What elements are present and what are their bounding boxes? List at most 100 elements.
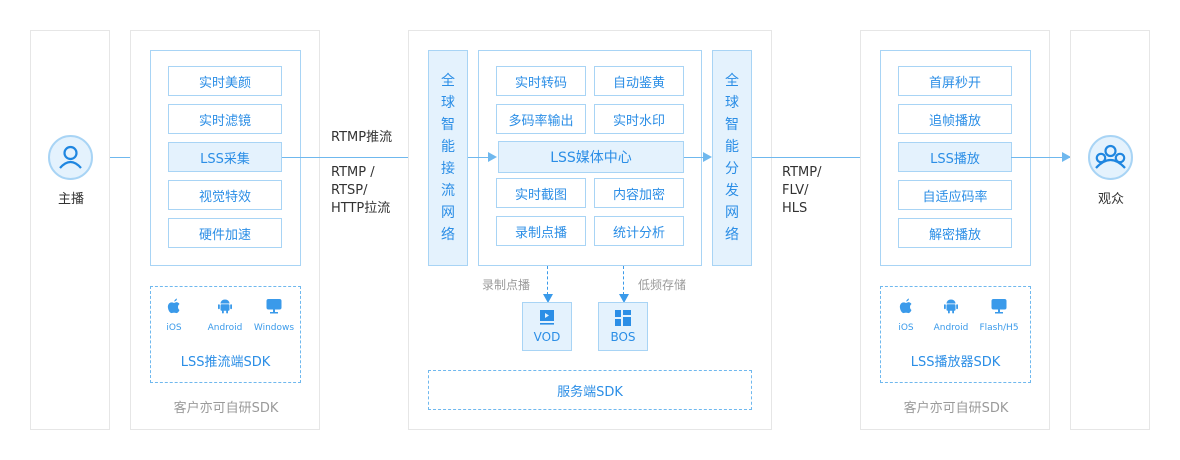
storage-grid-icon xyxy=(615,309,631,326)
vertical-char: 能 xyxy=(441,139,455,155)
anchor-panel: 主播 xyxy=(30,30,110,430)
arrow-head xyxy=(488,152,497,162)
arrow-line xyxy=(1011,157,1071,158)
platform-ios: iOS xyxy=(154,298,194,333)
platform-label: iOS xyxy=(898,323,914,333)
platform-label: Windows xyxy=(253,323,295,333)
audience-label: 观众 xyxy=(1097,192,1124,207)
push-sdk-box xyxy=(150,286,301,383)
arrow-line xyxy=(752,157,880,158)
vertical-char: 发 xyxy=(725,183,739,199)
feature-record-vod: 录制点播 xyxy=(496,216,586,246)
player-sdk-title: LSS播放器SDK xyxy=(910,355,1001,370)
storage-label: 低频存储 xyxy=(638,278,687,292)
vertical-char: 网 xyxy=(441,205,455,221)
vod-label: VOD xyxy=(533,329,561,344)
playback-protocol-2: FLV/ xyxy=(782,183,809,198)
player-footer: 客户亦可自研SDK xyxy=(903,401,1009,416)
group-icon xyxy=(1095,144,1126,169)
feature-watermark: 实时水印 xyxy=(594,104,684,134)
push-feature-item: 实时美颜 xyxy=(168,66,282,96)
player-feature-item: LSS播放 xyxy=(898,142,1012,172)
feature-analytics: 统计分析 xyxy=(594,216,684,246)
push-feature-item: 硬件加速 xyxy=(168,218,282,248)
media-center-label: LSS媒体中心 xyxy=(498,141,684,173)
push-feature-item: 实时滤镜 xyxy=(168,104,282,134)
vertical-char: 能 xyxy=(725,139,739,155)
player-feature-item: 追帧播放 xyxy=(898,104,1012,134)
arrow-line xyxy=(682,157,704,158)
player-feature-item: 自适应码率 xyxy=(898,180,1012,210)
platform-windows: Windows xyxy=(250,298,298,333)
bos-label: BOS xyxy=(610,329,636,344)
arrow-head xyxy=(543,294,553,303)
platform-label: Flash/H5 xyxy=(979,323,1019,333)
arrow-line xyxy=(468,157,490,158)
ingest-protocol-top: RTMP推流 xyxy=(331,130,393,145)
player-feature-item: 首屏秒开 xyxy=(898,66,1012,96)
playback-protocol-3: HLS xyxy=(782,201,808,216)
anchor-avatar xyxy=(48,135,93,180)
player-sdk-platforms: iOS Android Flash/H5 xyxy=(880,298,1031,343)
vertical-char: 接 xyxy=(441,161,455,177)
push-footer: 客户亦可自研SDK xyxy=(173,401,279,416)
ingest-protocol-1: RTMP / xyxy=(331,165,375,180)
storage-dashed-line xyxy=(623,266,624,295)
ingest-protocol-2: RTSP/ xyxy=(331,183,368,198)
vertical-char: 分 xyxy=(725,161,739,177)
platform-label: iOS xyxy=(166,323,182,333)
push-sdk-platforms: iOS Android Windows xyxy=(150,298,301,343)
platform-flash-h5: Flash/H5 xyxy=(974,298,1024,333)
ingest-protocol-3: HTTP拉流 xyxy=(331,201,391,216)
vertical-char: 络 xyxy=(725,227,739,243)
arrow-head xyxy=(1062,152,1071,162)
vertical-char: 球 xyxy=(725,95,739,111)
record-dashed-line xyxy=(547,266,548,295)
push-sdk-title: LSS推流端SDK xyxy=(180,355,271,370)
monitor-icon xyxy=(991,299,1007,314)
monitor-icon xyxy=(266,299,282,314)
record-label: 录制点播 xyxy=(482,278,531,292)
platform-label: Android xyxy=(933,323,969,333)
video-icon xyxy=(540,309,554,325)
feature-auto-moderation: 自动鉴黄 xyxy=(594,66,684,96)
server-sdk-label: 服务端SDK xyxy=(557,384,623,400)
arrow-line xyxy=(282,157,420,158)
playback-protocol-1: RTMP/ xyxy=(782,165,822,180)
vertical-char: 智 xyxy=(441,117,455,133)
anchor-label: 主播 xyxy=(57,192,84,207)
android-icon xyxy=(218,299,232,314)
feature-snapshot: 实时截图 xyxy=(496,178,586,208)
audience-panel: 观众 xyxy=(1070,30,1150,430)
push-feature-item: LSS采集 xyxy=(168,142,282,172)
apple-icon xyxy=(899,298,912,314)
distribution-network-box: 全球智能分发网络 xyxy=(712,50,752,266)
vertical-char: 流 xyxy=(441,183,455,199)
bos-box: BOS xyxy=(598,302,648,351)
vertical-char: 全 xyxy=(725,73,739,89)
player-feature-item: 解密播放 xyxy=(898,218,1012,248)
feature-multi-bitrate: 多码率输出 xyxy=(496,104,586,134)
feature-realtime-transcode: 实时转码 xyxy=(496,66,586,96)
arrow-head xyxy=(703,152,712,162)
vertical-char: 络 xyxy=(441,227,455,243)
user-icon xyxy=(59,145,82,169)
platform-android: Android xyxy=(928,298,974,333)
push-feature-item: 视觉特效 xyxy=(168,180,282,210)
vertical-char: 球 xyxy=(441,95,455,111)
audience-avatar xyxy=(1088,135,1133,180)
feature-encryption: 内容加密 xyxy=(594,178,684,208)
platform-label: Android xyxy=(207,323,243,333)
player-sdk-box xyxy=(880,286,1031,383)
vertical-char: 网 xyxy=(725,205,739,221)
platform-android: Android xyxy=(202,298,248,333)
ingest-network-box: 全球智能接流网络 xyxy=(428,50,468,266)
arrow-head xyxy=(619,294,629,303)
apple-icon xyxy=(167,298,180,314)
vertical-char: 智 xyxy=(725,117,739,133)
server-sdk-box: 服务端SDK xyxy=(428,370,752,410)
vertical-char: 全 xyxy=(441,73,455,89)
vod-box: VOD xyxy=(522,302,572,351)
platform-ios: iOS xyxy=(886,298,926,333)
android-icon xyxy=(944,299,958,314)
